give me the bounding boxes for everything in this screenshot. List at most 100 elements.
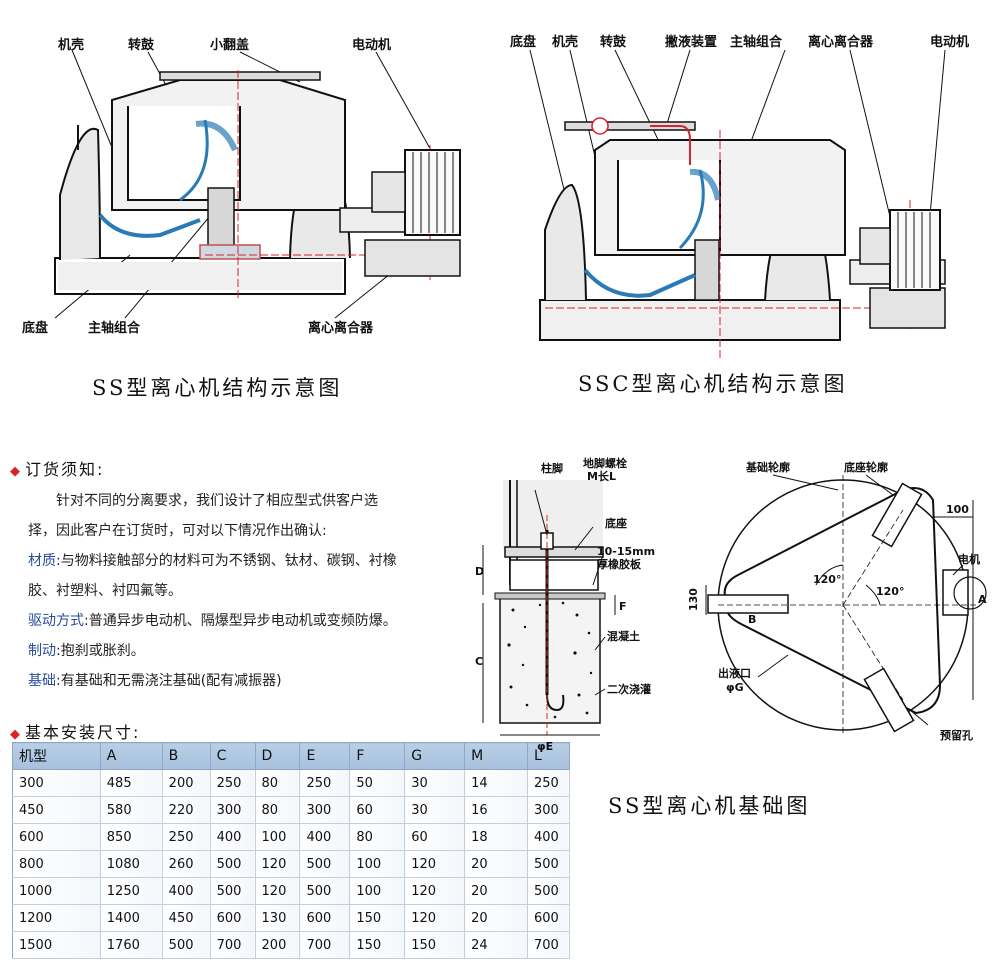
table-cell: 20	[464, 904, 528, 932]
table-cell: 20	[464, 850, 528, 878]
fs-dim-d: D	[475, 565, 484, 578]
notes-foundation: 基础:有基础和无需浇注基础(配有减振器)	[28, 673, 282, 689]
table-cell: 700	[299, 931, 350, 959]
fp-dim-100: 100	[946, 503, 969, 516]
table-cell: 100	[254, 823, 300, 851]
table-cell: 14	[464, 769, 528, 797]
ssc-label-shell: 机壳	[552, 34, 578, 50]
table-cell: 500	[299, 850, 350, 878]
table-cell: 120	[404, 850, 465, 878]
fp-label-outlet2: φG	[726, 681, 744, 694]
table-cell: 300	[12, 769, 101, 797]
table-cell: 450	[161, 904, 211, 932]
ssc-label-scraper: 撇液装置	[665, 34, 717, 50]
fp-label-outline: 基础轮廓	[745, 460, 790, 474]
order-notes-title: ◆订货须知:	[10, 460, 105, 479]
table-cell: 60	[349, 796, 405, 824]
table-cell: 220	[161, 796, 211, 824]
table-cell: 600	[299, 904, 350, 932]
fs-label-anchor1: 地脚螺栓	[583, 456, 627, 470]
table-cell: 300	[299, 796, 350, 824]
fp-angle-2: 120°	[876, 585, 904, 598]
table-cell: 1400	[99, 904, 163, 932]
ss-label-clutch: 离心离合器	[308, 320, 374, 336]
table-cell: 850	[99, 823, 163, 851]
table-cell: 500	[161, 931, 211, 959]
table-cell: 1200	[12, 904, 101, 932]
ss-structure-diagram: 机壳 转鼓 小翻盖 电动机 底盘 主轴组合 离心离合器	[22, 37, 461, 336]
fp-label-hole: 预留孔	[940, 728, 973, 742]
ss-label-shell: 机壳	[58, 37, 84, 53]
table-cell: 600	[12, 823, 101, 851]
table-cell: 30	[404, 796, 465, 824]
table-header-cell: 机型	[12, 742, 101, 770]
table-cell: 260	[161, 850, 211, 878]
fs-dim-e: φE	[537, 740, 553, 753]
table-cell: 250	[299, 769, 350, 797]
table-cell: 580	[99, 796, 163, 824]
table-header-cell: A	[99, 742, 163, 770]
notes-brake: 制动:抱刹或胀刹。	[28, 643, 145, 659]
table-cell: 80	[254, 796, 300, 824]
table-cell: 120	[254, 850, 300, 878]
table-cell: 500	[209, 850, 256, 878]
table-cell: 1760	[99, 931, 163, 959]
table-cell: 400	[526, 823, 571, 851]
fs-dim-c: C	[475, 655, 483, 668]
ssc-label-spindle: 主轴组合	[730, 34, 783, 50]
table-header-cell: C	[209, 742, 256, 770]
table-cell: 150	[404, 931, 465, 959]
ssc-label-drum: 转鼓	[600, 34, 627, 50]
table-cell: 80	[254, 769, 300, 797]
table-cell: 60	[404, 823, 465, 851]
table-header-cell: L	[526, 742, 571, 770]
table-cell: 300	[526, 796, 571, 824]
order-notes: 针对不同的分离要求，我们设计了相应型式供客户选 择，因此客户在订货时，可对以下情…	[28, 486, 468, 696]
ssc-label-clutch: 离心离合器	[808, 34, 874, 50]
fs-label-base: 底座	[605, 516, 627, 530]
table-cell: 500	[526, 877, 571, 905]
table-cell: 400	[299, 823, 350, 851]
diamond-bullet-icon: ◆	[10, 727, 22, 742]
table-cell: 250	[161, 823, 211, 851]
table-cell: 700	[526, 931, 571, 959]
ssc-structure-diagram: 底盘 机壳 转鼓 撇液装置 主轴组合 离心离合器 电动机	[510, 34, 969, 360]
table-cell: 200	[161, 769, 211, 797]
table-cell: 700	[209, 931, 256, 959]
table-header-cell: D	[254, 742, 301, 770]
notes-intro-2: 择，因此客户在订货时，可对以下情况作出确认:	[28, 523, 327, 539]
table-cell: 30	[404, 769, 465, 797]
table-cell: 200	[254, 931, 300, 959]
table-cell: 500	[299, 877, 350, 905]
foundation-plan-diagram: 基础轮廓 底座轮廓 电机 100 A 130 B 120° 120° 出液口 φ…	[687, 460, 987, 742]
table-cell: 120	[254, 877, 300, 905]
fs-dim-f: F	[619, 600, 627, 613]
table-cell: 150	[349, 931, 405, 959]
ss-label-base: 底盘	[22, 320, 48, 336]
ss-label-lid: 小翻盖	[210, 37, 249, 53]
table-cell: 1500	[12, 931, 101, 959]
table-cell: 600	[209, 904, 256, 932]
fs-label-rubber2: 厚橡胶板	[597, 557, 642, 571]
foundation-section-diagram: 柱脚 地脚螺栓 M长L 底座 10-15mm 厚橡胶板 混凝土 二次浇灌 D F…	[475, 456, 655, 753]
table-cell: 1080	[99, 850, 163, 878]
table-cell: 20	[464, 877, 528, 905]
table-cell: 18	[464, 823, 528, 851]
table-cell: 400	[161, 877, 211, 905]
table-cell: 120	[404, 877, 465, 905]
table-header-cell: E	[299, 742, 351, 770]
notes-drive: 驱动方式:普通异步电动机、隔爆型异步电动机或变频防爆。	[28, 613, 397, 629]
notes-material-2: 胶、衬塑料、衬四氟等。	[28, 583, 182, 599]
fp-dim-a: A	[978, 593, 987, 606]
table-cell: 100	[349, 850, 405, 878]
fs-label-anchor2: M长L	[587, 469, 616, 483]
table-header-cell: G	[404, 742, 466, 770]
table-header-cell: B	[161, 742, 211, 770]
table-cell: 1000	[12, 877, 101, 905]
table-cell: 600	[526, 904, 571, 932]
